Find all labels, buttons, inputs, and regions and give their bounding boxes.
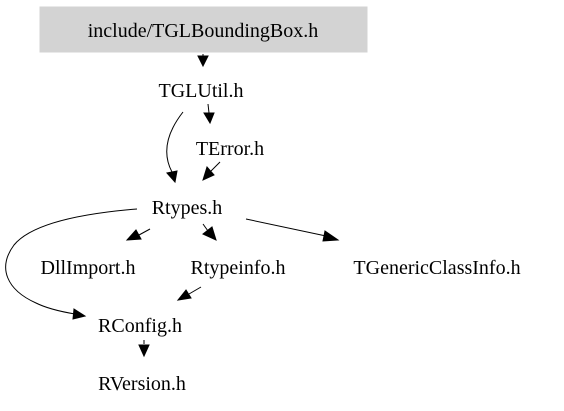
root-node-label: include/TGLBoundingBox.h [88,20,319,42]
node-root[interactable]: include/TGLBoundingBox.h [39,6,368,53]
graph-edges [5,54,340,358]
arrowhead-rtypes-right [202,165,215,181]
arrowhead-rtypes-left [166,170,178,184]
node-rtypes[interactable]: Rtypes.h [152,197,223,219]
arrowhead-rtypeinfo [202,226,217,241]
edge-terror-to-rtypes [210,161,221,172]
arrowhead-rversion [138,344,150,358]
arrowhead-terror [203,112,215,125]
arrowhead-tglutil [197,55,209,68]
arrowhead-tgenericclassinfo [322,230,340,242]
edge-tglutil-to-terror [207,103,210,114]
edge-tglutil-to-rtypes [166,111,184,173]
arrowhead-dllimport [125,229,142,241]
arrowhead-rconfig-right [176,289,192,301]
edge-rtypes-to-tgenericclassinfo [245,218,327,237]
root-node-box [39,6,368,53]
edge-rtypes-to-rtypeinfo [202,223,209,232]
node-rtypeinfo[interactable]: Rtypeinfo.h [191,257,286,279]
node-terror[interactable]: TError.h [196,138,264,160]
node-tgenericclassinfo[interactable]: TGenericClassInfo.h [353,257,520,279]
node-rversion[interactable]: RVersion.h [98,373,186,395]
node-tglutil[interactable]: TGLUtil.h [159,80,244,102]
arrowhead-rconfig-left [72,308,87,320]
node-dllimport[interactable]: DllImport.h [41,257,136,279]
edge-rtypes-to-rconfig [5,208,138,315]
node-rconfig[interactable]: RConfig.h [98,315,182,337]
graph-nodes: include/TGLBoundingBox.h TGLUtil.h TErro… [39,6,521,395]
edge-rtypes-to-dllimport [138,228,151,236]
edge-rtypeinfo-to-rconfig [188,286,202,295]
